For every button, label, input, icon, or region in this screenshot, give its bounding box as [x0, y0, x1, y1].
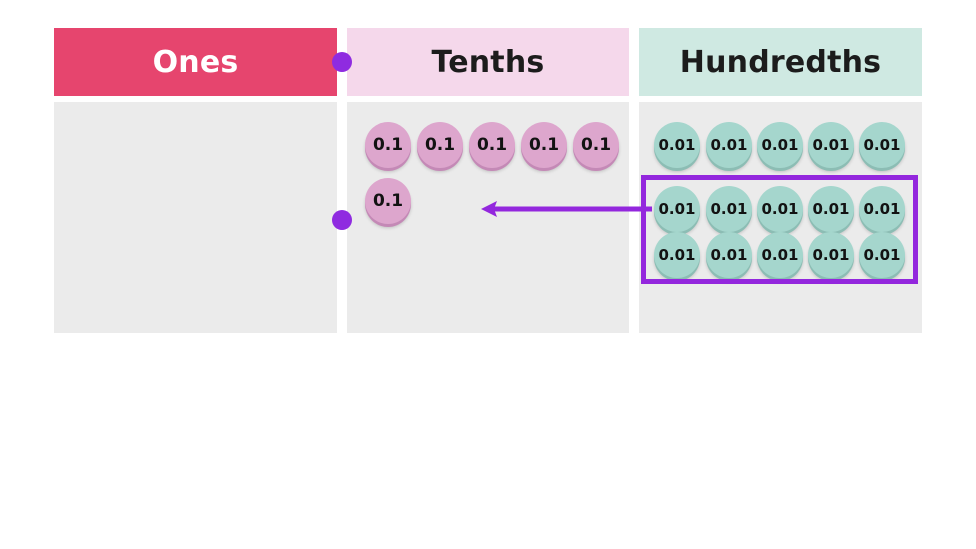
column-header-hundredths-label: Hundredths: [679, 44, 882, 80]
counter-tenth-new[interactable]: 0.1: [365, 178, 411, 224]
counter-hundredth[interactable]: 0.01: [706, 232, 752, 278]
counter-tenth[interactable]: 0.1: [521, 122, 567, 168]
counter-hundredth[interactable]: 0.01: [757, 186, 803, 232]
counter-hundredth[interactable]: 0.01: [859, 122, 905, 168]
column-header-tenths-label: Tenths: [431, 44, 545, 80]
counter-hundredth[interactable]: 0.01: [654, 122, 700, 168]
counter-tenth[interactable]: 0.1: [573, 122, 619, 168]
column-header-ones: Ones: [54, 28, 337, 96]
counter-hundredth[interactable]: 0.01: [654, 232, 700, 278]
counter-hundredth[interactable]: 0.01: [654, 186, 700, 232]
counter-hundredth[interactable]: 0.01: [808, 186, 854, 232]
regroup-arrow-icon: [481, 201, 652, 217]
column-header-hundredths: Hundredths: [639, 28, 922, 96]
counter-hundredth[interactable]: 0.01: [859, 232, 905, 278]
counter-tenth[interactable]: 0.1: [417, 122, 463, 168]
counter-hundredth[interactable]: 0.01: [808, 122, 854, 168]
counter-hundredth[interactable]: 0.01: [706, 122, 752, 168]
column-body-ones[interactable]: [54, 102, 337, 333]
body-boundary-dot-icon: [332, 210, 352, 230]
counter-tenth[interactable]: 0.1: [365, 122, 411, 168]
column-header-ones-label: Ones: [152, 44, 239, 80]
header-boundary-dot-icon: [332, 52, 352, 72]
counter-hundredth[interactable]: 0.01: [706, 186, 752, 232]
counter-hundredth[interactable]: 0.01: [757, 232, 803, 278]
hundredths-regroup-selection-box: [641, 175, 918, 284]
counter-tenth[interactable]: 0.1: [469, 122, 515, 168]
counter-hundredth[interactable]: 0.01: [757, 122, 803, 168]
counter-hundredth[interactable]: 0.01: [859, 186, 905, 232]
column-header-tenths: Tenths: [347, 28, 629, 96]
counter-hundredth[interactable]: 0.01: [808, 232, 854, 278]
